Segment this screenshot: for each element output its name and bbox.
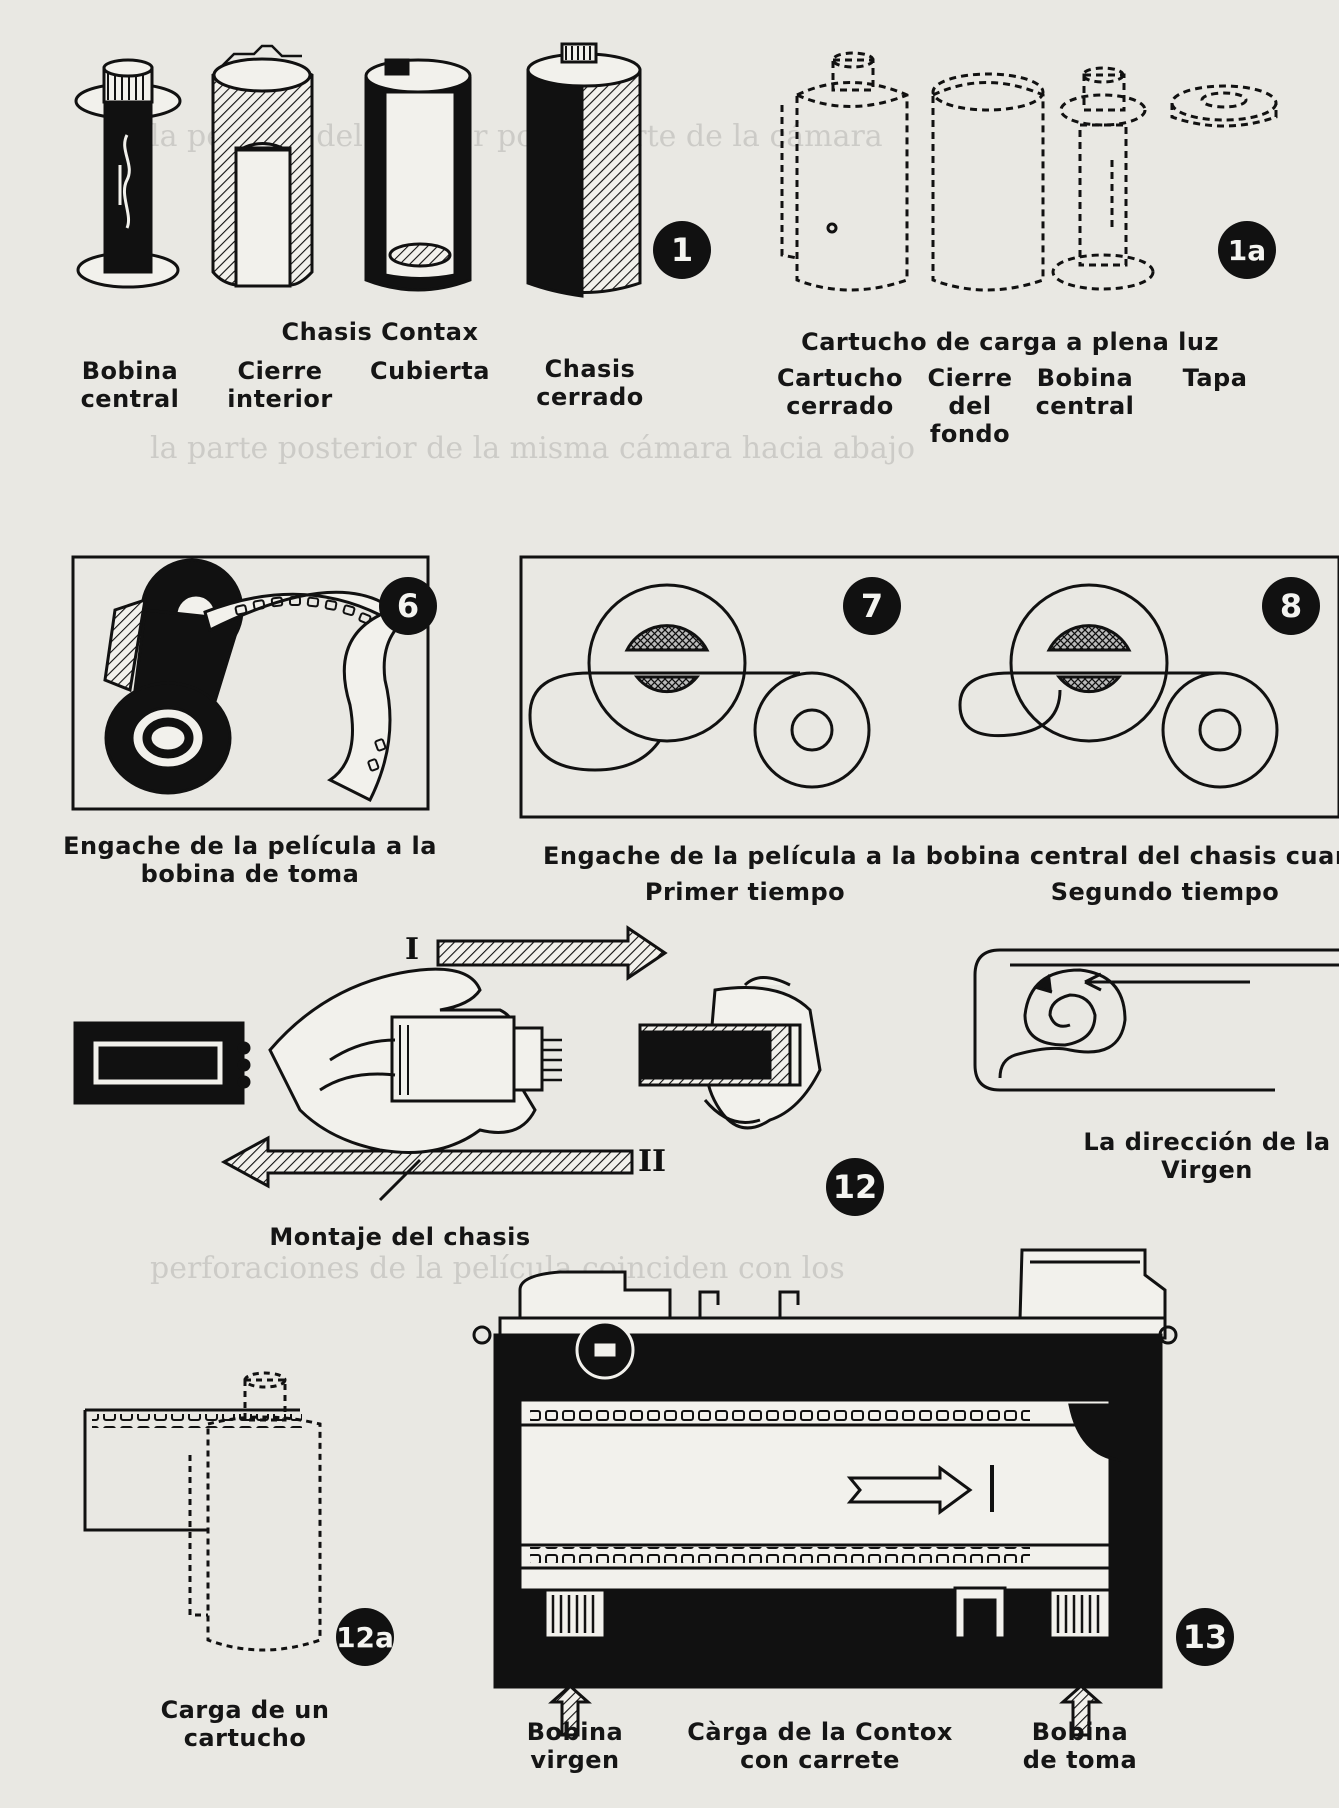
fig1-cubierta-drawing — [364, 58, 472, 292]
fig12-chassis-left — [73, 1021, 251, 1105]
fig1-bobina-central-label: Bobina central — [80, 357, 180, 413]
fig1-chasis-cerrado-label: Chasis cerrado — [536, 355, 644, 411]
fig1a-bobina-central-label: Bobina central — [1035, 364, 1135, 420]
fig13-bobina-virgen-label: Bobina virgen — [526, 1718, 624, 1774]
fig8-drawing — [958, 583, 1279, 789]
fig1a-tapa-drawing — [1170, 84, 1278, 128]
fig12a-caption: Carga de un cartucho — [160, 1696, 330, 1752]
fig13-caption: Càrga de la Contox con carrete — [687, 1718, 953, 1774]
fig1a-tapa-label: Tapa — [1182, 364, 1248, 392]
fig1-bobina-central-drawing — [74, 58, 182, 289]
fig13-bobina-toma-label: Bobina de toma — [1022, 1718, 1138, 1774]
fig1a-badge: 1a — [1218, 221, 1276, 279]
fig78-frame — [519, 555, 1339, 819]
fig12a-drawing — [83, 1371, 322, 1652]
fig78-caption: Engache de la película a la bobina centr… — [543, 842, 1339, 870]
fig6-spool-drawing — [103, 558, 408, 803]
fig12a-badge: 12a — [336, 1608, 394, 1666]
fig1-header: Chasis Contax — [281, 318, 479, 346]
fig12-arrow-right — [436, 925, 668, 981]
fig8-segundo-tiempo-label: Segundo tiempo — [1050, 878, 1280, 906]
figdir-caption: La dirección de la Virgen — [1083, 1128, 1331, 1184]
step-two-numeral: II — [638, 1144, 667, 1179]
fig6-badge: 6 — [379, 577, 437, 635]
bleed-through-text: perforaciones de la película coinciden c… — [150, 1251, 845, 1286]
fig7-primer-tiempo-label: Primer tiempo — [644, 878, 846, 906]
fig12-hand-right — [638, 976, 822, 1130]
fig1a-cierre-fondo-label: Cierre del fondo — [927, 364, 1013, 448]
fig7-badge: 7 — [843, 577, 901, 635]
fig7-drawing — [528, 583, 871, 789]
fig8-badge: 8 — [1262, 577, 1320, 635]
fig1a-bobina-drawing — [1051, 66, 1155, 291]
fig1-cierre-interior-label: Cierre interior — [227, 357, 333, 413]
fig1a-cartucho-cerrado-label: Cartucho cerrado — [776, 364, 903, 420]
fig12-badge: 12 — [826, 1158, 884, 1216]
fig13-camera-drawing — [472, 1248, 1178, 1737]
fig13-badge: 13 — [1176, 1608, 1234, 1666]
fig1-chasis-cerrado-drawing — [526, 42, 642, 298]
fig1a-cartucho-drawing — [780, 51, 909, 292]
fig12-caption: Montaje del chasis — [269, 1223, 531, 1251]
fig12-arrow-left — [220, 1135, 634, 1189]
fig1a-cierre-fondo-drawing — [931, 72, 1045, 292]
step-one-numeral: I — [405, 932, 420, 967]
fig12-hand-left — [268, 967, 562, 1202]
bleed-through-text: la parte posterior de la misma cámara ha… — [150, 431, 916, 466]
fig1-cierre-interior-drawing — [211, 44, 314, 288]
figdir-spiral-drawing — [973, 948, 1339, 1092]
fig1-badge: 1 — [653, 221, 711, 279]
fig6-caption: Engache de la película a la bobina de to… — [63, 832, 437, 888]
fig6-perforations — [234, 596, 387, 772]
fig1a-header: Cartucho de carga a plena luz — [801, 328, 1219, 356]
fig6-frame — [71, 555, 430, 811]
fig1-cubierta-label: Cubierta — [370, 357, 490, 385]
